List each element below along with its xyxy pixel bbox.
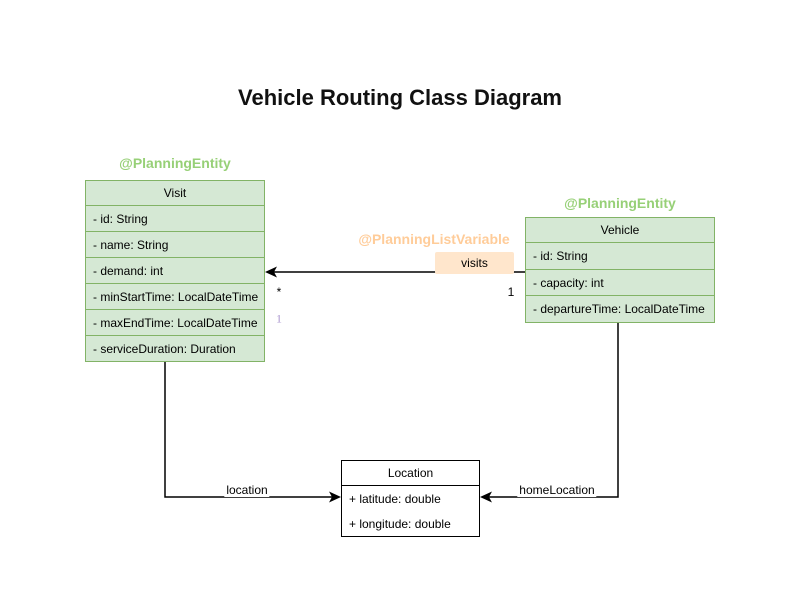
visit-planning-entity-annotation: @PlanningEntity — [119, 155, 231, 171]
edge-visits-multiplicity-target: * — [276, 285, 282, 299]
class-visit-attr-demand: - demand: int — [86, 257, 264, 283]
class-visit-name: Visit — [163, 186, 187, 200]
class-location-name: Location — [342, 461, 479, 486]
edge-visits-multiplicity-secondary: 1 — [276, 311, 282, 326]
edge-homelocation-arrowhead — [480, 491, 492, 503]
class-vehicle: Vehicle - id: String - capacity: int - d… — [525, 217, 715, 323]
class-visit: Visit - id: String - name: String - dema… — [85, 180, 265, 362]
edge-homelocation-label: homeLocation — [517, 483, 597, 497]
class-visit-attr-serviceduration: - serviceDuration: Duration — [86, 335, 264, 361]
planning-list-variable-annotation: @PlanningListVariable — [358, 231, 510, 247]
edge-location-label: location — [224, 483, 270, 497]
class-location: Location + latitude: double + longitude:… — [341, 460, 480, 537]
class-location-attr-latitude: + latitude: double — [349, 491, 441, 506]
class-visit-attr-minstarttime: - minStartTime: LocalDateTime — [86, 283, 264, 309]
class-vehicle-attr-id: - id: String — [526, 242, 714, 269]
diagram-title: Vehicle Routing Class Diagram — [238, 85, 562, 110]
class-visit-attr-name: - name: String — [86, 231, 264, 257]
class-location-attr-longitude: + longitude: double — [349, 516, 451, 531]
vehicle-planning-entity-annotation: @PlanningEntity — [564, 195, 676, 211]
edge-location — [164, 362, 338, 498]
class-visit-attr-maxendtime: - maxEndTime: LocalDateTime — [86, 309, 264, 335]
edge-visits-multiplicity-source: 1 — [507, 285, 515, 299]
edge-location-arrowhead — [329, 491, 341, 503]
class-vehicle-attr-departuretime: - departureTime: LocalDateTime — [526, 295, 714, 322]
edge-visits-arrowhead — [265, 266, 277, 278]
edge-homelocation — [483, 322, 619, 498]
class-visit-attr-id: - id: String — [86, 205, 264, 231]
class-vehicle-name: Vehicle — [600, 223, 640, 237]
class-vehicle-attr-capacity: - capacity: int — [526, 268, 714, 296]
edge-visits-label: visits — [435, 252, 514, 274]
